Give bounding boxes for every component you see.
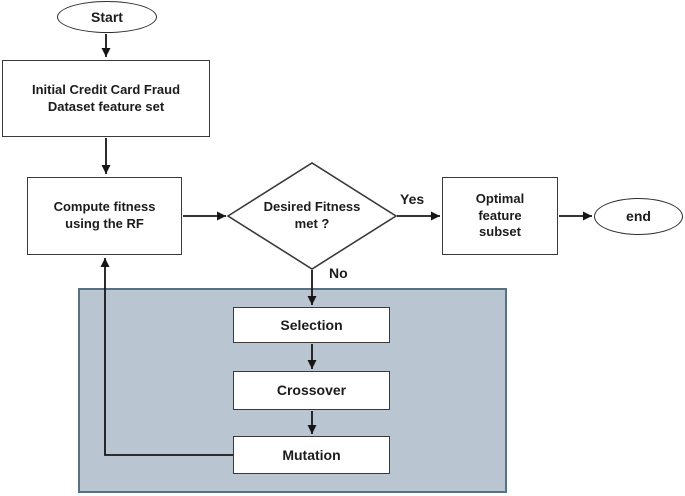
edge-mutation-to-compute xyxy=(100,258,233,456)
node-decision-label: Desired Fitness met ? xyxy=(263,199,361,231)
node-selection: Selection xyxy=(233,307,390,343)
decision-diamond-shape xyxy=(226,162,398,270)
node-crossover: Crossover xyxy=(233,371,390,410)
node-end: end xyxy=(594,198,683,235)
node-mutation: Mutation xyxy=(233,436,390,474)
node-compute-fitness: Compute fitness using the RF xyxy=(27,177,182,255)
edge-label-no: No xyxy=(329,265,348,281)
edge-label-yes: Yes xyxy=(400,191,425,207)
node-optimal-subset: Optimal feature subset xyxy=(442,177,558,255)
node-initial-dataset: Initial Credit Card Fraud Dataset featur… xyxy=(2,60,210,137)
node-start: Start xyxy=(57,1,157,33)
